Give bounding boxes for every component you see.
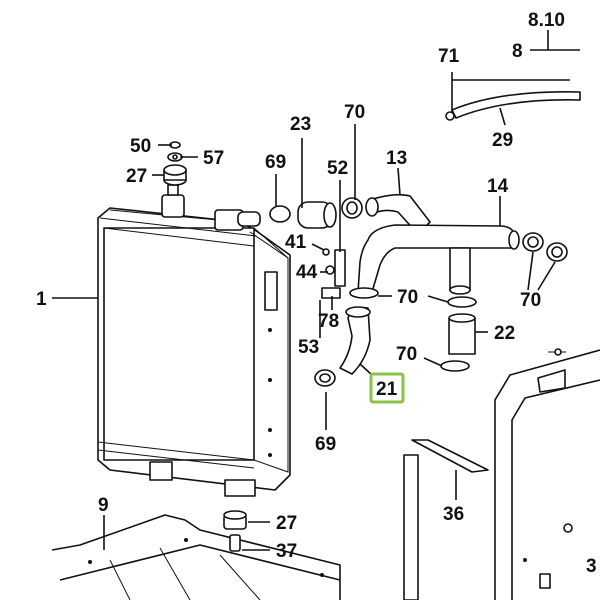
hose-13 — [365, 193, 431, 235]
label-36: 36 — [443, 504, 464, 525]
clamp-70-lower — [440, 360, 470, 372]
label-29: 29 — [492, 130, 513, 151]
label-50: 50 — [130, 136, 151, 157]
shroud-36 — [403, 439, 489, 600]
label-23: 23 — [290, 114, 311, 135]
part-labels: 1 8.10 8 71 29 23 70 13 14 69 52 50 57 2… — [36, 10, 597, 577]
mount-27-37 — [223, 510, 247, 552]
radiator — [97, 184, 291, 497]
hose-21 — [339, 306, 371, 375]
label-22: 22 — [494, 323, 515, 344]
label-9: 9 — [98, 495, 109, 516]
label-70-right: 70 — [520, 290, 541, 311]
pipe-23 — [269, 201, 337, 229]
clamp-70-mid — [349, 287, 477, 308]
frame-9 — [51, 514, 341, 600]
label-14: 14 — [487, 176, 509, 197]
fan-frame-3 — [494, 348, 600, 600]
label-53: 53 — [298, 337, 319, 358]
label-37: 37 — [276, 541, 297, 562]
label-1: 1 — [36, 289, 47, 310]
label-57: 57 — [203, 148, 224, 169]
label-27-bottom: 27 — [276, 513, 297, 534]
clamp-69-lower — [314, 369, 336, 387]
label-8: 8 — [512, 41, 523, 62]
hose-29 — [445, 91, 581, 121]
label-69-lower: 69 — [315, 434, 336, 455]
label-44: 44 — [296, 262, 318, 283]
label-21: 21 — [376, 379, 398, 400]
label-70-top: 70 — [344, 102, 365, 123]
sleeve-22 — [448, 313, 476, 355]
label-71: 71 — [438, 46, 460, 67]
label-27-top: 27 — [126, 166, 147, 187]
bracket-52-78 — [321, 248, 346, 299]
label-69-top: 69 — [265, 152, 286, 173]
filler-cap-assembly — [163, 141, 187, 186]
highlight-box-21 — [369, 372, 405, 404]
label-3: 3 — [586, 556, 597, 577]
label-78: 78 — [318, 311, 339, 332]
label-70-lower: 70 — [396, 344, 417, 365]
pipe-14 — [357, 224, 520, 295]
clamp-70-upper — [341, 197, 363, 219]
clamps-70-right — [522, 232, 568, 262]
label-13: 13 — [386, 148, 407, 169]
label-70-mid: 70 — [397, 287, 418, 308]
leader-lines — [52, 30, 580, 551]
label-52: 52 — [327, 158, 348, 179]
label-41: 41 — [285, 232, 307, 253]
label-8-10: 8.10 — [528, 10, 565, 31]
